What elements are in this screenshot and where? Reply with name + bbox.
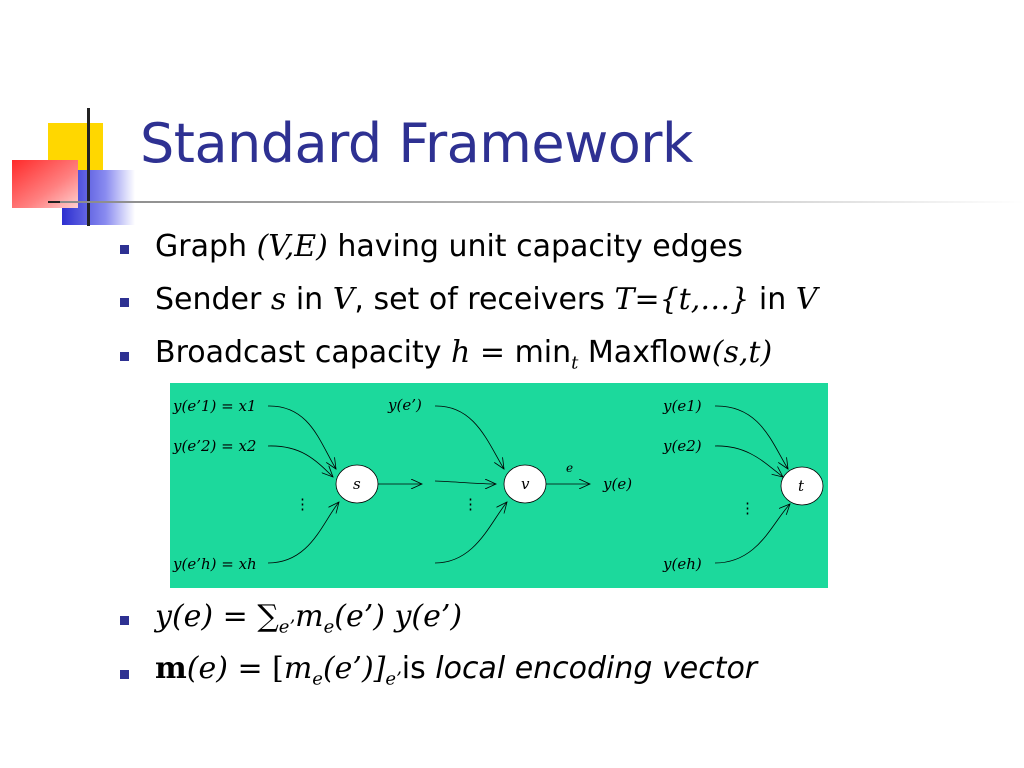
decor-vertical-line bbox=[87, 108, 90, 226]
label-edge-e: e bbox=[566, 461, 573, 475]
slide-title: Standard Framework bbox=[140, 112, 693, 175]
node-t-label: t bbox=[798, 477, 805, 495]
node-t bbox=[780, 466, 824, 506]
edge-in-t-h bbox=[714, 504, 790, 564]
bullet-marker bbox=[120, 616, 129, 625]
dots-t: ⋮ bbox=[740, 499, 755, 517]
bullet-encoding-vector: m(e) = [me(e’)]e’is local encoding vecto… bbox=[155, 651, 758, 690]
label-s-in-2: y(e’2) = x2 bbox=[172, 437, 256, 455]
edge-in-t-1 bbox=[714, 405, 788, 469]
label-t-in-2: y(e2) bbox=[662, 437, 702, 455]
edge-in-v-1 bbox=[434, 405, 504, 469]
edge-in-v-h bbox=[434, 502, 507, 564]
bullet-output-equation: y(e) = ∑e’me(e’) y(e’) bbox=[155, 599, 463, 638]
label-t-in-1: y(e1) bbox=[662, 397, 702, 415]
node-v bbox=[503, 464, 547, 504]
bullet-marker bbox=[120, 245, 129, 254]
label-s-in-1: y(e’1) = x1 bbox=[172, 397, 256, 415]
edge-in-v-2 bbox=[434, 481, 496, 484]
label-v-out: y(e) bbox=[602, 475, 632, 493]
bullet-broadcast-capacity: Broadcast capacity h = mint Maxflow(s,t) bbox=[155, 335, 773, 374]
node-v-label: v bbox=[521, 475, 530, 493]
node-s bbox=[335, 464, 379, 504]
node-s-label: s bbox=[353, 475, 361, 493]
bullet-marker bbox=[120, 670, 129, 679]
edge-in-s-1 bbox=[267, 405, 336, 469]
bullet-marker bbox=[120, 352, 129, 361]
bullet-sender: Sender s in V, set of receivers T={t,…} … bbox=[155, 282, 818, 317]
network-diagram: s v t y(e’1) = x1 y(e’2) = x2 y(e’h) = x… bbox=[170, 383, 828, 588]
dots-s: ⋮ bbox=[295, 495, 310, 513]
title-divider bbox=[60, 201, 1024, 203]
label-t-in-h: y(eh) bbox=[662, 555, 702, 573]
decor-red-square bbox=[12, 160, 78, 208]
bullet-graph: Graph (V,E) having unit capacity edges bbox=[155, 229, 743, 264]
edge-in-t-2 bbox=[714, 445, 783, 477]
edge-in-s-2 bbox=[267, 445, 333, 477]
edge-in-s-h bbox=[267, 502, 339, 564]
label-s-in-h: y(e’h) = xh bbox=[172, 555, 257, 573]
bullet-marker bbox=[120, 298, 129, 307]
label-v-in: y(e’) bbox=[387, 396, 422, 414]
dots-v: ⋮ bbox=[463, 495, 478, 513]
diagram-background bbox=[170, 383, 828, 588]
